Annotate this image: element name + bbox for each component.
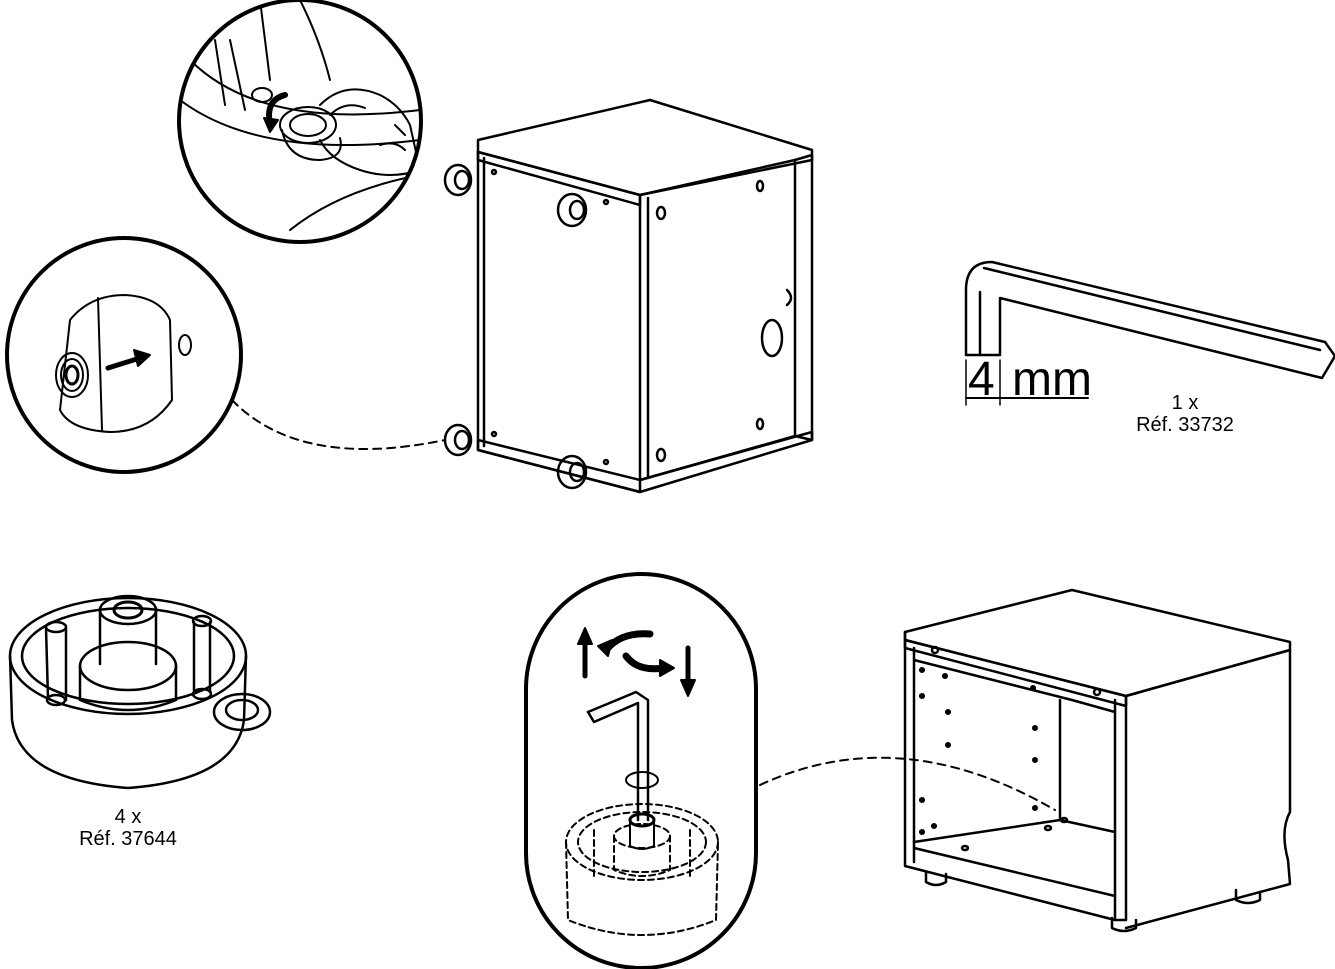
allen-key-reference: Réf. 33732 [1136,414,1234,436]
allen-key-illustration [964,260,1335,406]
leveling-foot-detail-pill [524,572,1056,969]
cabinet-upright [903,588,1292,933]
allen-key-quantity: 1 x [1171,392,1199,414]
foot-quantity: 4 x [114,806,142,828]
foot-part-illustration [8,594,272,790]
cabinet-upside-down [443,98,814,494]
allen-key-label: 1 x Réf. 33732 [1105,392,1265,436]
cap-insert-detail-circle [5,236,446,474]
allen-key-size-unit: mm [1012,353,1092,406]
allen-key-size-number: 4 [968,353,995,406]
cap-removal-detail-circle [177,0,423,244]
foot-reference: Réf. 37644 [79,828,177,850]
foot-label: 4 x Réf. 37644 [48,806,208,850]
